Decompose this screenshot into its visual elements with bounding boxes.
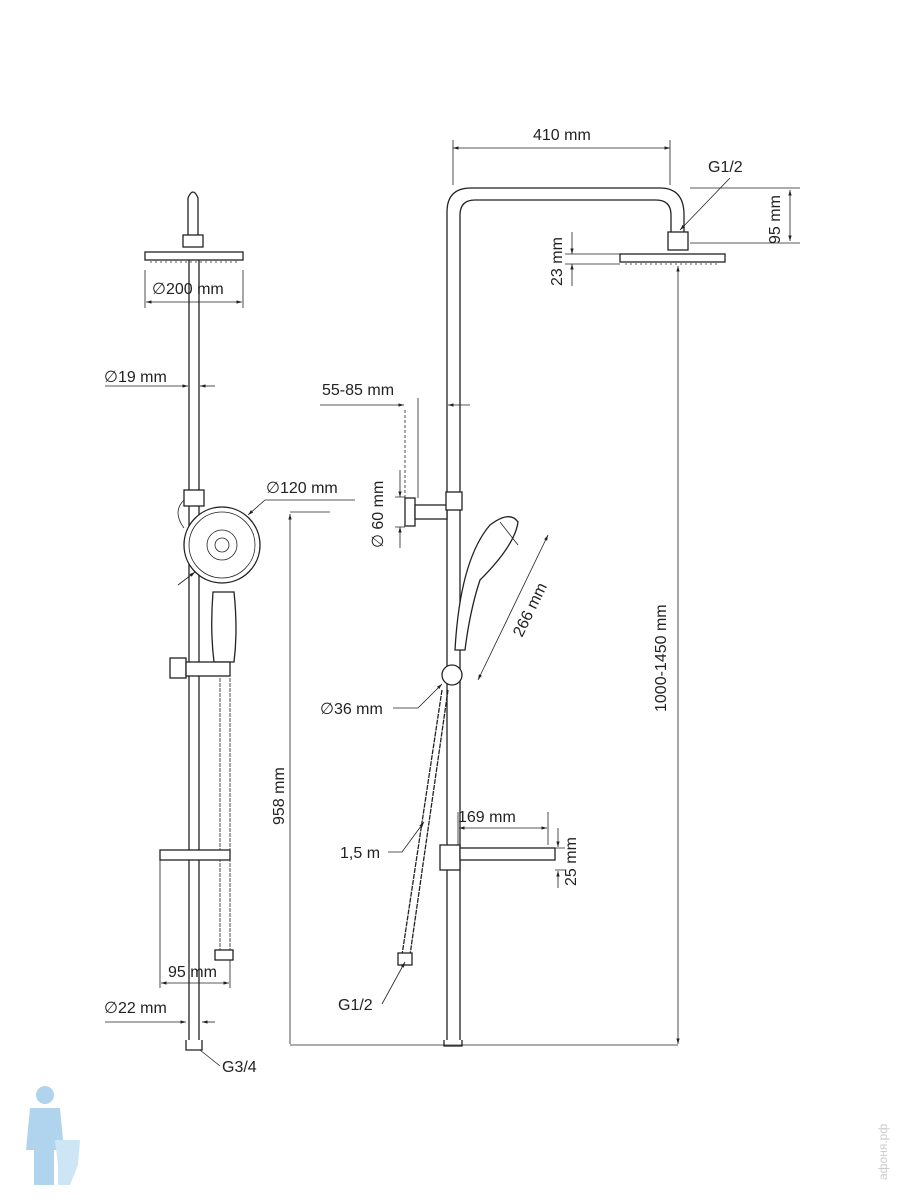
watermark: афоня.рф bbox=[876, 1124, 890, 1180]
side-view bbox=[397, 187, 726, 1047]
dim-shelf-width: 95 mm bbox=[168, 964, 217, 981]
dim-height-range: 1000-1450 mm bbox=[653, 604, 670, 712]
dim-shelf-length: 169 mm bbox=[458, 809, 516, 826]
dim-inlet-connection: G3/4 bbox=[222, 1059, 257, 1076]
dim-handshower-length: 266 mm bbox=[510, 580, 551, 639]
dim-head-diameter: ∅200 mm bbox=[152, 281, 224, 298]
dim-wall-offset: 55-85 mm bbox=[322, 382, 394, 399]
dim-inlet-diameter: ∅22 mm bbox=[104, 1000, 167, 1017]
dim-rod-diameter: ∅19 mm bbox=[104, 369, 167, 386]
dim-shelf-height: 25 mm bbox=[563, 837, 580, 886]
dim-head-connection: G1/2 bbox=[708, 159, 743, 176]
dim-arm-length: 410 mm bbox=[533, 127, 591, 144]
dim-arm-height: 95 mm bbox=[767, 195, 784, 244]
dim-head-thickness: 23 mm bbox=[549, 237, 566, 286]
dim-rod-height: 958 mm bbox=[271, 767, 288, 825]
dim-handshower-diameter: ∅120 mm bbox=[266, 480, 338, 497]
front-view bbox=[144, 191, 261, 1051]
dimensions: 410 mm G1/2 95 mm 23 mm ∅200 mm ∅19 mm 5… bbox=[104, 127, 800, 1076]
dim-holder-diameter: ∅36 mm bbox=[320, 701, 383, 718]
dim-hose-length: 1,5 m bbox=[340, 845, 380, 862]
dim-hose-connection: G1/2 bbox=[338, 997, 373, 1014]
plumber-logo bbox=[26, 1086, 80, 1185]
dim-bracket-diameter: ∅ 60 mm bbox=[370, 481, 387, 548]
